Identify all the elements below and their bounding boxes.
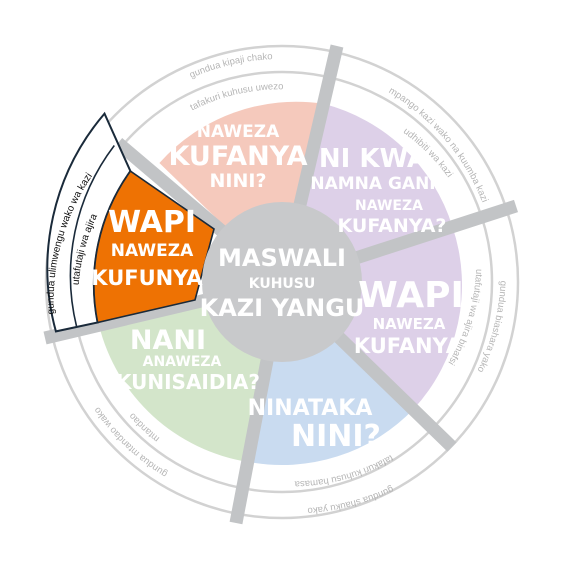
highlight-line-3: KUFUNYA: [91, 266, 203, 290]
top-line-3: NINI?: [210, 170, 267, 192]
highlight-segment[interactable]: [46, 111, 215, 333]
center-title: MASWALI KUHUSU KAZI YANGU: [200, 244, 365, 322]
center-line-3: KAZI YANGU: [200, 294, 365, 322]
lower-right-line-1: WAPI: [358, 275, 464, 316]
segment-labels: NAWEZA KUFANYA NINI? NI KWA NAMNA GANI N…: [91, 122, 474, 454]
upper-right-line-1: NI KWA: [319, 144, 427, 174]
upper-right-line-3: NAWEZA: [355, 198, 423, 214]
center-hub[interactable]: [202, 202, 362, 362]
highlight-line-2: NAWEZA: [111, 241, 194, 261]
highlight-wedge[interactable]: [93, 169, 215, 324]
top-line-1: NAWEZA: [197, 122, 280, 142]
lower-left-line-1: NANI: [130, 325, 206, 356]
lower-right-line-3: KUFANYA?: [354, 334, 474, 358]
top-line-2: KUFANYA: [168, 141, 307, 172]
bottom-line-2: NINI?: [291, 419, 381, 454]
lower-left-line-2: ANAWEZA: [143, 354, 222, 370]
center-line-1: MASWALI: [218, 244, 346, 272]
upper-right-line-4: KUFANYA?: [338, 215, 447, 237]
lower-left-line-3: KUNISAIDIA?: [116, 370, 260, 394]
center-line-2: KUHUSU: [249, 276, 316, 292]
lower-right-line-2: NAWEZA: [373, 315, 446, 333]
highlight-line-1: WAPI: [108, 205, 196, 240]
highlight-inner-divider: [69, 145, 115, 327]
bottom-line-1: NINATAKA: [248, 396, 373, 421]
upper-right-line-2: NAMNA GANI: [310, 174, 435, 194]
